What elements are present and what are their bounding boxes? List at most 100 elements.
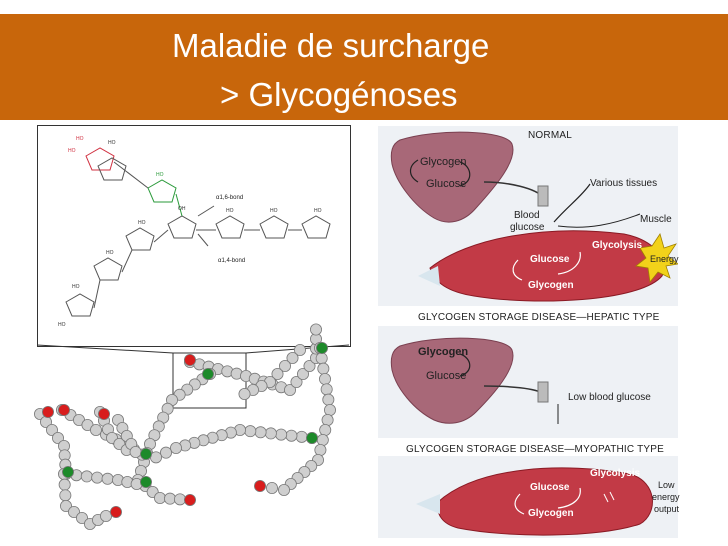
glucose-bead — [305, 431, 318, 444]
slide-title-line-2: > Glycogénoses — [220, 76, 458, 113]
svg-text:HO: HO — [76, 136, 84, 142]
myo-glycolysis-label: Glycolysis — [590, 468, 641, 479]
glucose-bead — [315, 352, 328, 365]
myo-glycogen-label: Glycogen — [528, 508, 574, 519]
glucose-bead — [317, 362, 330, 375]
glucose-bead — [159, 446, 172, 459]
glucose-bead — [254, 426, 267, 439]
glucose-bead — [265, 481, 278, 494]
muscle-glucose-label: Glucose — [530, 254, 570, 265]
glucose-bead — [283, 383, 296, 396]
low-energy-label-2: energy — [652, 492, 680, 502]
title-bar — [0, 14, 728, 120]
myo-glucose-label: Glucose — [530, 482, 570, 493]
glucose-bead — [295, 430, 308, 443]
glucose-bead — [62, 465, 75, 478]
various-tissues-label: Various tissues — [590, 178, 658, 189]
blood-glucose-label-1: Blood — [514, 210, 540, 221]
glucose-bead — [318, 372, 331, 385]
muscle-glycogen-label: Glycogen — [528, 280, 574, 291]
hepatic-header: GLYCOGEN STORAGE DISEASE—HEPATIC TYPE — [418, 312, 660, 323]
glucose-bead — [80, 470, 93, 483]
glucose-bead — [264, 427, 277, 440]
glucose-bead — [58, 478, 71, 491]
glucose-bead — [277, 483, 290, 496]
hepatic-glucose-label: Glucose — [426, 370, 467, 382]
glucose-bead — [321, 413, 334, 426]
glucose-bead — [316, 433, 329, 446]
glucose-bead — [322, 393, 335, 406]
glucose-bead — [101, 472, 114, 485]
glucose-bead — [290, 375, 303, 388]
glucose-bead — [314, 443, 327, 456]
svg-text:HO: HO — [72, 284, 80, 290]
glucose-bead — [100, 509, 113, 522]
glucose-bead — [244, 425, 257, 438]
glucose-bead — [163, 492, 176, 505]
svg-text:HO: HO — [314, 208, 322, 214]
glucose-bead — [323, 403, 336, 416]
glucose-bead — [293, 343, 306, 356]
glucose-bead — [183, 353, 196, 366]
glucose-bead — [98, 407, 111, 420]
svg-text:HO: HO — [270, 208, 278, 214]
low-blood-glucose-label: Low blood glucose — [568, 392, 651, 403]
glucose-bead — [169, 441, 182, 454]
glucose-bead — [58, 403, 71, 416]
glycolysis-label: Glycolysis — [592, 240, 643, 251]
svg-text:HO: HO — [226, 208, 234, 214]
glucose-bead — [76, 512, 89, 525]
svg-text:HO: HO — [58, 322, 66, 328]
low-energy-label-3: output — [654, 504, 680, 514]
glucose-bead — [90, 423, 103, 436]
glucose-bead — [253, 479, 266, 492]
energy-label: Energy — [650, 254, 679, 264]
glucose-bead — [129, 445, 142, 458]
liver-glucose-label: Glucose — [426, 178, 467, 190]
svg-text:HO: HO — [108, 140, 116, 146]
myopathic-illustration — [416, 467, 653, 536]
glucose-bead — [60, 499, 73, 512]
blood-glucose-label-2: glucose — [510, 222, 545, 233]
glucose-bead — [153, 491, 166, 504]
normal-illustration — [390, 131, 678, 302]
glycogen-structure-diagram: HO HO HO HO OH HO HO HO HO HO HO HO α1,6… — [37, 125, 351, 347]
glucose-bead — [46, 423, 59, 436]
glucose-bead — [91, 471, 104, 484]
myopathic-header: GLYCOGEN STORAGE DISEASE—MYOPATHIC TYPE — [406, 444, 665, 455]
glucose-bead — [278, 359, 291, 372]
glucose-bead — [139, 447, 152, 460]
hepatic-type-panel: GLYCOGEN STORAGE DISEASE—HEPATIC TYPE Gl… — [378, 312, 678, 438]
myopathic-type-panel: GLYCOGEN STORAGE DISEASE—MYOPATHIC TYPE … — [378, 444, 680, 538]
hepatic-illustration — [390, 337, 559, 424]
normal-header: NORMAL — [528, 130, 572, 141]
slide-title-line-1: Maladie de surcharge — [172, 27, 490, 64]
glucose-bead — [320, 383, 333, 396]
glucose-bead — [271, 367, 284, 380]
glucose-bead — [275, 428, 288, 441]
glucose-bead — [319, 423, 332, 436]
glucose-bead — [42, 405, 55, 418]
glucose-bead — [309, 323, 322, 336]
glycogen-branch-chain — [34, 323, 350, 531]
glucose-bead — [183, 493, 196, 506]
liver-glycogen-label: Glycogen — [420, 156, 467, 168]
glucose-bead — [285, 429, 298, 442]
glucose-bead — [59, 489, 72, 502]
alpha-16-bond-label: α1,6-bond — [216, 195, 243, 201]
glucose-bead — [296, 367, 309, 380]
alpha-14-bond-label: α1,4-bond — [218, 258, 245, 264]
svg-text:HO: HO — [156, 172, 164, 178]
muscle-label: Muscle — [640, 214, 672, 225]
glucose-bead — [52, 431, 65, 444]
svg-text:HO: HO — [68, 148, 76, 154]
glycogen-chemical-structure: HO HO HO HO OH HO HO HO HO HO HO HO α1,6… — [58, 136, 331, 328]
svg-text:HO: HO — [138, 220, 146, 226]
glucose-bead — [286, 351, 299, 364]
glucose-bead — [173, 493, 186, 506]
glucose-bead — [303, 359, 316, 372]
glucose-bead — [238, 387, 251, 400]
svg-text:HO: HO — [106, 250, 114, 256]
callout-line-left — [36, 344, 174, 354]
hepatic-glycogen-label: Glycogen — [418, 346, 469, 358]
